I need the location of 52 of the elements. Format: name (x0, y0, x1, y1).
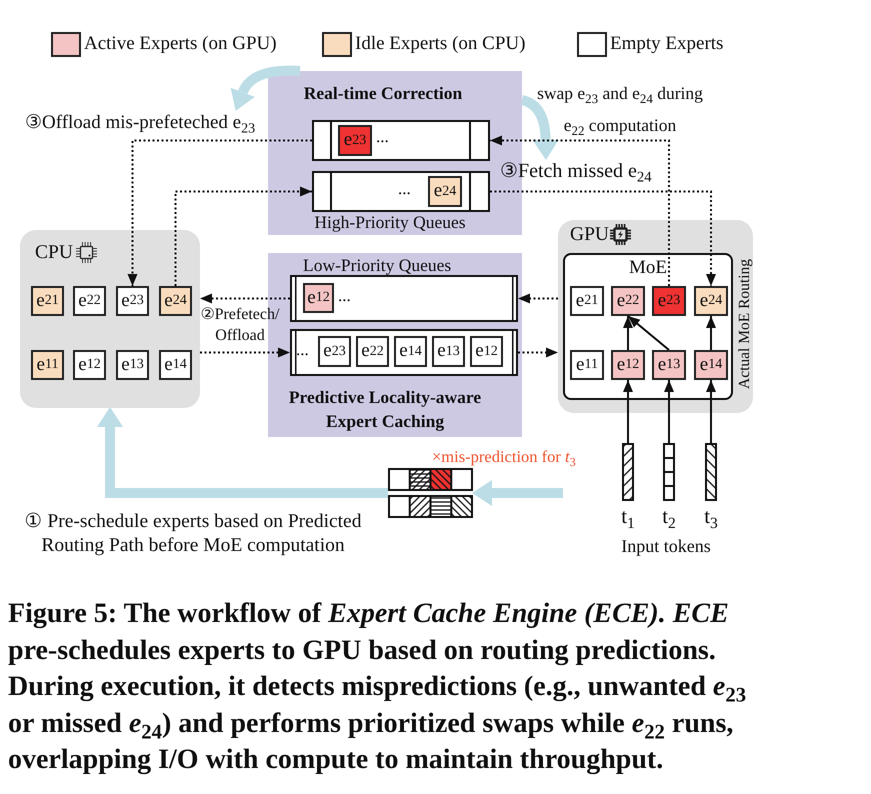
rounded-panel (558, 220, 753, 413)
panel-title: Predictive Locality-aware Expert Caching (288, 386, 482, 433)
arrow (627, 315, 670, 351)
group-label: Input tokens (620, 535, 712, 557)
dotted-arrow (128, 140, 312, 286)
step-label: ③Offload mis-prefeteched e$_{23}$ (25, 110, 256, 135)
rounded-frame (563, 253, 733, 400)
queue-bar (312, 120, 490, 161)
panel-title: Real-time Correction (302, 82, 464, 105)
token-label: t$_{2}$ (661, 504, 677, 528)
panel-heading: CPU (35, 241, 73, 265)
dotted-arrow (200, 348, 290, 358)
arrow (706, 380, 716, 443)
queue-bar (290, 329, 518, 376)
dotted-arrow (490, 136, 670, 286)
panel-heading: GPU (570, 223, 610, 247)
dotted-arrow (200, 294, 290, 304)
ellipsis: ... (338, 285, 351, 307)
curved-arrow (231, 66, 300, 110)
dotted-arrow (518, 348, 558, 358)
dotted-arrow (490, 190, 716, 286)
panel-caption: Low-Priority Queues (303, 254, 452, 277)
arrow (623, 316, 633, 350)
rounded-panel (20, 230, 200, 408)
frame-heading: MoE (628, 256, 668, 280)
curved-arrow (520, 95, 559, 160)
queue-bar (290, 275, 518, 322)
panel-caption: High-Priority Queues (313, 211, 467, 234)
token-label: t$_{1}$ (620, 504, 636, 528)
edge-label: ① Pre-schedule experts based on Predicted Routing Path before MoE computation (24, 510, 362, 558)
ellipsis: ... (376, 126, 389, 148)
queue-bar (312, 171, 490, 212)
step-label: ③Fetch missed e$_{24}$ (500, 159, 652, 184)
block-arrow (97, 407, 388, 498)
dotted-arrow (518, 294, 558, 304)
hatched-bars-icon (388, 468, 473, 518)
legend-label: Empty Experts (610, 32, 724, 56)
arrow (706, 316, 716, 350)
token-label: t$_{3}$ (703, 504, 719, 528)
edge-label: ②Prefetech/ Offload (200, 305, 280, 346)
legend-label: Active Experts (on GPU) (84, 32, 277, 56)
annotation-text: ×mis-prediction for t$_{3}$ (432, 446, 576, 467)
vertical-label: Actual MoE Routing (736, 258, 753, 390)
ellipsis: ... (296, 339, 309, 361)
arrow (664, 380, 674, 443)
ellipsis: ... (398, 178, 411, 200)
note-text: swap e$_{23}$ and e$_{24}$ during e$_{22}$ computation (536, 82, 704, 140)
block-arrow (472, 480, 563, 506)
legend-label: Idle Experts (on CPU) (355, 32, 526, 56)
arrow (623, 380, 633, 443)
figure-caption: Figure 5: The workflow of Expert Cache Engine (ECE). ECE pre-schedules experts to GPU based on routing predictions. During execution, it detects mispredictions (e.g., unwanted e$_{23}$ or missed e$_{24}$) and performs prioritized swaps while e$_{22}$ runs, overlapping I/O with compute to maintain throughput. (8, 597, 748, 777)
dotted-arrow (174, 186, 312, 286)
